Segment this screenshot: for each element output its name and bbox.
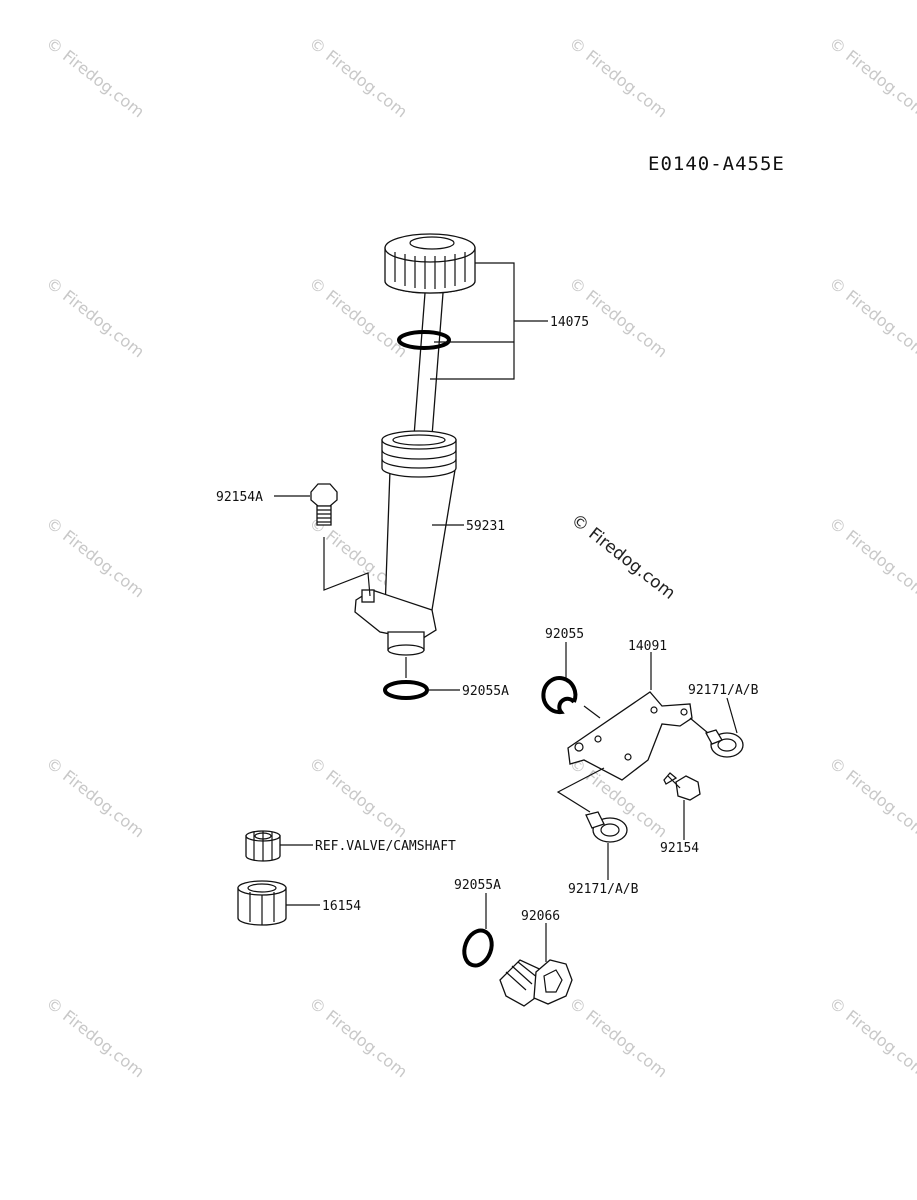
watermark: © Firedog.com [566,33,671,121]
watermark: © Firedog.com [43,33,148,121]
watermark: © Firedog.com [306,993,411,1081]
label-92171-bottom: 92171/A/B [568,882,639,897]
watermark-layer: © Firedog.com © Firedog.com © Firedog.co… [43,33,917,1081]
part-92171-clamp-bottom [585,811,628,843]
label-14091: 14091 [628,639,667,654]
label-92066: 92066 [521,909,560,924]
part-92154A-bolt [310,483,338,526]
part-16154-gear [237,880,287,926]
part-92066-plug [499,959,573,1007]
watermark: © Firedog.com [306,33,411,121]
watermark: © Firedog.com [826,753,917,841]
part-92171-clamp-right [705,729,744,758]
part-ref-valve-gear [245,830,281,862]
label-92171-right: 92171/A/B [688,683,759,698]
part-92055-ring [541,676,578,715]
watermark: © Firedog.com [826,33,917,121]
label-92055A-plug: 92055A [454,878,501,893]
label-59231: 59231 [466,519,505,534]
watermark: © Firedog.com [43,513,148,601]
label-14075: 14075 [550,315,589,330]
watermark: © Firedog.com [43,993,148,1081]
watermark: © Firedog.com [826,513,917,601]
part-92055A-oring [383,680,429,700]
watermark: © Firedog.com [566,993,671,1081]
watermark: © Firedog.com [43,273,148,361]
diagram-code: E0140-A455E [648,153,785,175]
watermark: © Firedog.com [826,273,917,361]
watermark: © Firedog.com [43,753,148,841]
label-16154: 16154 [322,899,361,914]
part-59231-filler-tube [354,430,457,656]
watermark: © Firedog.com [306,753,411,841]
part-14075-cap-dipstick [384,233,476,437]
label-ref-valve: REF.VALVE/CAMSHAFT [315,839,456,854]
part-92154-bolt [663,772,701,801]
watermark: © Firedog.com [826,993,917,1081]
label-92154: 92154 [660,841,699,856]
label-92154A: 92154A [216,490,263,505]
part-92055A-oring-plug [462,928,494,968]
watermark-center: © Firedog.com [567,510,679,604]
part-14091-bracket [567,691,693,781]
label-92055A-tube: 92055A [462,684,509,699]
label-92055: 92055 [545,627,584,642]
